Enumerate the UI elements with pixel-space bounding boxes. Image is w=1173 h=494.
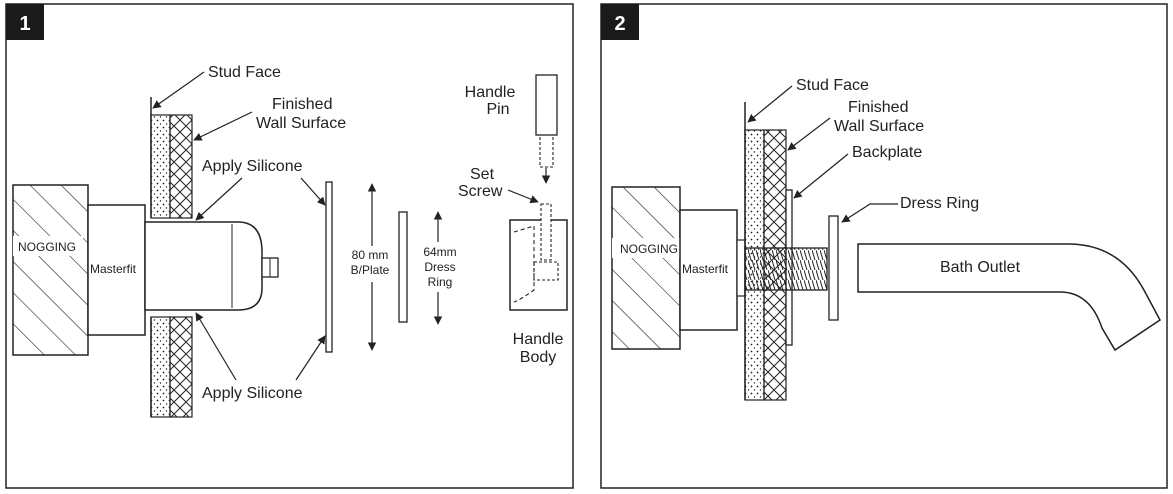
- stud-face-label-2: Stud Face: [796, 77, 869, 94]
- dress-ring-part: [398, 211, 408, 323]
- apply-silicone-bottom-label: Apply Silicone: [202, 385, 303, 402]
- apply-silicone-top-leader-2: [300, 177, 326, 206]
- panel-1-frame: [5, 3, 574, 489]
- wall-finish-top: [169, 114, 193, 219]
- dress-ring-dim-label-1: 64mm: [423, 245, 456, 259]
- masterfit-label-2: Masterfit: [682, 262, 729, 276]
- backplate-leader-2: [793, 153, 849, 199]
- dress-ring-dim-label-2: Dress: [424, 260, 455, 274]
- panel-2: 2 NOGGING Masterfit Bath Outlet Stud Fac…: [600, 3, 1168, 489]
- handle-pin-part: [535, 74, 558, 136]
- nogging-block: [12, 184, 89, 356]
- panel-1: 1 NOGGING Masterfit Stud Face Finished W…: [5, 3, 574, 489]
- finished-wall-leader-2: [787, 117, 831, 151]
- nogging-label: NOGGING: [18, 240, 76, 254]
- apply-silicone-top-leader: [195, 177, 243, 221]
- stud-face-leader-2: [747, 85, 793, 123]
- nogging-block-2: [611, 186, 681, 350]
- backplate-dim-label-1: 80 mm: [352, 248, 389, 262]
- wall-finish-bottom: [169, 316, 193, 418]
- finished-wall-leader-1: [193, 111, 253, 141]
- step-number-2: 2: [614, 13, 625, 35]
- step-badge-1: [6, 4, 44, 40]
- set-screw-label-1: Set: [470, 166, 495, 183]
- stud-face-leader-1: [152, 71, 205, 109]
- masterfit-block: [87, 204, 146, 336]
- bath-outlet-label: Bath Outlet: [940, 259, 1021, 276]
- apply-silicone-top-label: Apply Silicone: [202, 158, 303, 175]
- apply-silicone-bottom-leader-2: [295, 335, 326, 381]
- backplate-dim-label-2: B/Plate: [351, 263, 390, 277]
- finished-wall-label-1a: Finished: [272, 96, 332, 113]
- step-number-1: 1: [19, 13, 30, 35]
- stud-face-label-1: Stud Face: [208, 64, 281, 81]
- dress-ring-dim-label-3: Ring: [428, 275, 453, 289]
- bath-outlet-spout: [857, 243, 1161, 352]
- handle-pin-label-1: Handle: [465, 84, 516, 101]
- dress-ring-leader-2: [841, 203, 898, 223]
- handle-pin-label-2: Pin: [486, 101, 509, 118]
- panel-2-frame: [600, 3, 1168, 489]
- set-screw-leader: [507, 189, 539, 204]
- step-badge-2: [601, 4, 639, 40]
- threaded-rod: [744, 247, 828, 291]
- backplate-part: [325, 181, 333, 353]
- masterfit-block-2: [679, 209, 738, 331]
- backplate-label-2: Backplate: [852, 144, 922, 161]
- set-screw-label-2: Screw: [458, 183, 503, 200]
- dress-ring-part-2: [828, 215, 839, 321]
- valve-body: [144, 221, 263, 311]
- nogging-label-2: NOGGING: [620, 242, 678, 256]
- masterfit-label: Masterfit: [90, 262, 137, 276]
- handle-body-label-1: Handle: [513, 331, 564, 348]
- handle-pin-tip: [539, 134, 554, 168]
- apply-silicone-bottom-leader: [195, 312, 237, 381]
- wall-board-top: [150, 114, 171, 219]
- wall-board-bottom: [150, 316, 171, 418]
- finished-wall-label-2a: Finished: [848, 99, 908, 116]
- finished-wall-label-2b: Wall Surface: [834, 118, 924, 135]
- set-screw-part: [540, 203, 552, 261]
- finished-wall-label-1b: Wall Surface: [256, 115, 346, 132]
- handle-body-label-2: Body: [520, 349, 556, 366]
- dress-ring-label-2: Dress Ring: [900, 195, 979, 212]
